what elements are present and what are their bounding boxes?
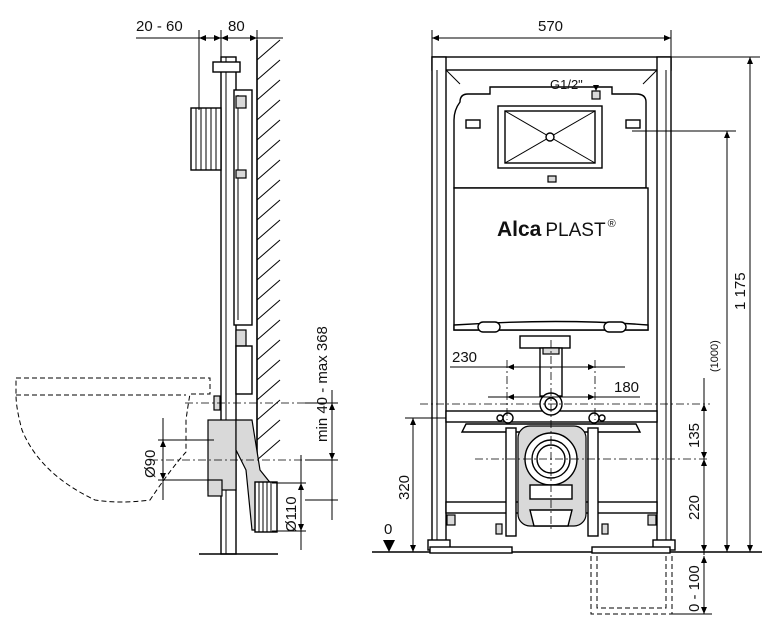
- dim-bolt-spacing-label: 230: [452, 349, 477, 366]
- dim-axis-upper-label: 135: [686, 423, 703, 448]
- dim-connection-label: G1/2": [550, 77, 583, 92]
- dim-width-label: 570: [538, 18, 563, 35]
- dim-depth-label: 80: [228, 18, 245, 35]
- dim-bolt-spacing: 230: [450, 349, 625, 370]
- dim-outlet-label: Ø90: [142, 450, 159, 478]
- flush-plate-extension: [190, 107, 222, 171]
- leg-extension-outline: [590, 556, 673, 615]
- dim-total-height-label: 1 175: [732, 272, 749, 310]
- dim-floor-zero-label: 0: [384, 521, 392, 538]
- dim-floor-zero: 0: [383, 521, 395, 552]
- dim-top-side: 20 - 60 80: [136, 18, 283, 110]
- dim-connection: G1/2": [550, 77, 599, 92]
- drain-elbow: [207, 395, 278, 533]
- dim-offset-label: 20 - 60: [136, 18, 183, 35]
- side-view: 20 - 60 80 min 40 - max 368 Ø90 Ø110: [15, 18, 338, 555]
- dim-drain: Ø110: [272, 455, 306, 550]
- service-opening: [497, 105, 603, 169]
- dim-inner-height: (1000): [632, 130, 736, 552]
- dim-inner-height-label: (1000): [709, 340, 721, 372]
- dim-drain-label: Ø110: [283, 496, 300, 532]
- logo-regular: PLAST: [545, 220, 606, 241]
- dim-height-range-label: min 40 - max 368: [314, 326, 331, 442]
- logo-bold: Alca: [497, 218, 542, 241]
- dim-axis-heights: 135 220: [686, 378, 707, 555]
- wall-hatching: [256, 39, 281, 475]
- dim-total-height: 1 175: [671, 56, 760, 552]
- dim-leg-adjust: 0 - 100: [672, 556, 712, 615]
- dim-axis-spacing: 180: [488, 379, 640, 400]
- dim-width: 570: [431, 18, 672, 57]
- toilet-bowl-outline: [15, 377, 211, 503]
- dim-axis-spacing-label: 180: [614, 379, 639, 396]
- dim-axis-lower-label: 220: [686, 495, 703, 520]
- dim-height-range: min 40 - max 368: [305, 326, 338, 520]
- dim-outlet: Ø90: [142, 418, 214, 500]
- dim-floor-to-axis: 320: [396, 417, 446, 552]
- dim-leg-adjust-label: 0 - 100: [686, 565, 703, 612]
- logo-mark: ®: [608, 218, 616, 230]
- dim-floor-to-axis-label: 320: [396, 475, 413, 500]
